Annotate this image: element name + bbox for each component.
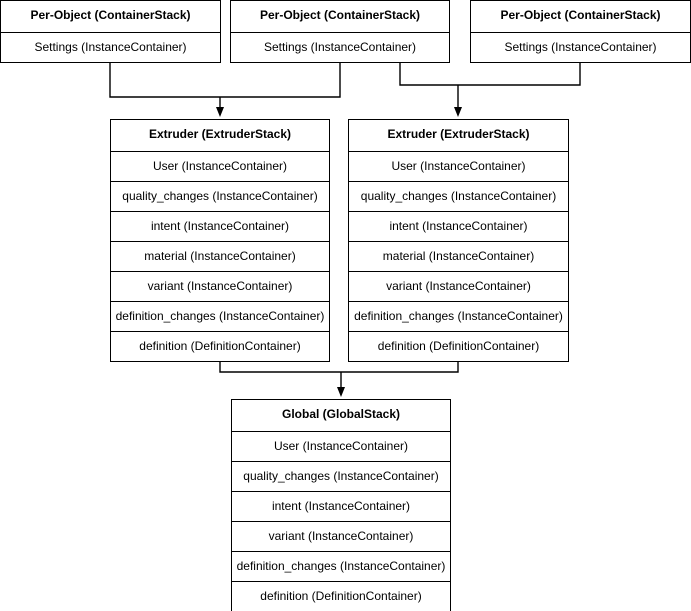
node-row-variant[interactable]: variant (InstanceContainer) xyxy=(232,521,450,551)
node-row-intent[interactable]: intent (InstanceContainer) xyxy=(349,211,568,241)
node-row-intent[interactable]: intent (InstanceContainer) xyxy=(111,211,329,241)
node-header: Per-Object (ContainerStack) xyxy=(30,8,191,22)
node-row-user[interactable]: User (InstanceContainer) xyxy=(111,151,329,181)
extruder-stack-node-1[interactable]: Extruder (ExtruderStack) User (InstanceC… xyxy=(348,119,569,362)
node-row-settings[interactable]: Settings (InstanceContainer) xyxy=(231,32,449,62)
node-row-definition[interactable]: definition (DefinitionContainer) xyxy=(111,331,329,361)
edge-per-object-1-to-extruder-0 xyxy=(220,58,341,98)
extruder-stack-node-0[interactable]: Extruder (ExtruderStack) User (InstanceC… xyxy=(110,119,330,362)
global-stack-node[interactable]: Global (GlobalStack) User (InstanceConta… xyxy=(231,399,451,611)
per-object-stack-node-0[interactable]: Per-Object (ContainerStack) Settings (In… xyxy=(0,0,221,63)
node-row-settings[interactable]: Settings (InstanceContainer) xyxy=(1,32,220,62)
node-row-material[interactable]: material (InstanceContainer) xyxy=(349,241,568,271)
node-row-variant[interactable]: variant (InstanceContainer) xyxy=(349,271,568,301)
node-row-quality-changes[interactable]: quality_changes (InstanceContainer) xyxy=(349,181,568,211)
node-row-user[interactable]: User (InstanceContainer) xyxy=(349,151,568,181)
node-row-variant[interactable]: variant (InstanceContainer) xyxy=(111,271,329,301)
edge-per-object-0-to-extruder-0 xyxy=(109,58,220,98)
node-row-material[interactable]: material (InstanceContainer) xyxy=(111,241,329,271)
node-row-settings[interactable]: Settings (InstanceContainer) xyxy=(471,32,690,62)
node-header: Per-Object (ContainerStack) xyxy=(500,8,661,22)
node-header: Extruder (ExtruderStack) xyxy=(148,127,292,141)
node-header: Per-Object (ContainerStack) xyxy=(259,8,421,22)
node-row-definition-changes[interactable]: definition_changes (InstanceContainer) xyxy=(349,301,568,331)
node-row-definition[interactable]: definition (DefinitionContainer) xyxy=(349,331,568,361)
node-row-definition-changes[interactable]: definition_changes (InstanceContainer) xyxy=(111,301,329,331)
node-row-user[interactable]: User (InstanceContainer) xyxy=(232,431,450,461)
node-row-quality-changes[interactable]: quality_changes (InstanceContainer) xyxy=(232,461,450,491)
per-object-stack-node-1[interactable]: Per-Object (ContainerStack) Settings (In… xyxy=(230,0,450,63)
node-header: Extruder (ExtruderStack) xyxy=(387,127,530,141)
node-row-intent[interactable]: intent (InstanceContainer) xyxy=(232,491,450,521)
node-row-definition[interactable]: definition (DefinitionContainer) xyxy=(232,581,450,611)
node-header: Global (GlobalStack) xyxy=(281,407,401,421)
node-row-definition-changes[interactable]: definition_changes (InstanceContainer) xyxy=(232,551,450,581)
per-object-stack-node-2[interactable]: Per-Object (ContainerStack) Settings (In… xyxy=(470,0,691,63)
node-row-quality-changes[interactable]: quality_changes (InstanceContainer) xyxy=(111,181,329,211)
